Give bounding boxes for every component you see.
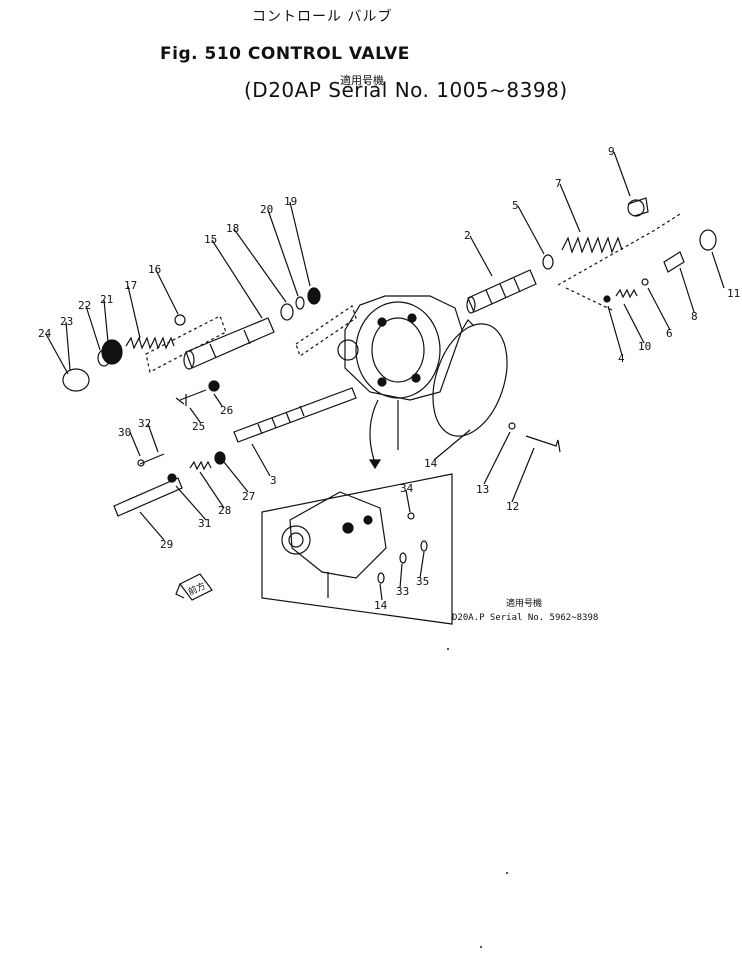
cap-19 (307, 287, 321, 305)
inset-serial: D20A.P Serial No. 5962∼8398 (452, 613, 598, 623)
callout-15: 15 (204, 233, 217, 246)
callout-6: 6 (666, 327, 673, 340)
valve-body (337, 295, 475, 470)
lever-29 (113, 477, 183, 517)
spring-10 (615, 288, 638, 299)
callout-23: 23 (60, 315, 73, 328)
callout-4: 4 (618, 352, 625, 365)
callout-35: 35 (416, 575, 429, 588)
callout-9: 9 (608, 145, 615, 158)
inset-oring-33 (399, 552, 407, 564)
speck (447, 648, 449, 650)
callout-13: 13 (476, 483, 489, 496)
callout-29: 29 (160, 538, 173, 551)
washer-26 (208, 380, 220, 392)
washer-27 (214, 451, 226, 465)
callout-26: 26 (220, 404, 233, 417)
callout-16: 16 (148, 263, 161, 276)
callout-33: 33 (396, 585, 409, 598)
callout-11: 11 (727, 287, 740, 300)
seat-6 (641, 278, 649, 286)
front-direction-label: 前方 (186, 580, 207, 598)
callout-28: 28 (218, 504, 231, 517)
title-japanese: コントロール バルブ (252, 9, 393, 25)
washer-13 (508, 422, 516, 430)
cap-24 (62, 368, 90, 392)
inset-oring-14 (377, 572, 385, 584)
callout-34: 34 (400, 482, 414, 495)
callout-7: 7 (555, 177, 562, 190)
callout-22: 22 (78, 299, 91, 312)
callout-8: 8 (691, 310, 698, 323)
callout-32: 32 (138, 417, 151, 430)
callout-5: 5 (512, 199, 519, 212)
callout-27: 27 (242, 490, 255, 503)
bolt-12 (525, 435, 561, 453)
nut-21 (101, 339, 123, 365)
ring-5 (542, 254, 554, 270)
callout-20: 20 (260, 203, 273, 216)
front-direction-arrow (175, 573, 213, 601)
callout-25: 25 (192, 420, 205, 433)
speck (506, 872, 508, 874)
callout-24: 24 (38, 327, 52, 340)
inset-valve-body (281, 491, 387, 598)
spring-7 (561, 236, 623, 254)
nut-31 (167, 473, 177, 483)
callout-2: 2 (464, 229, 471, 242)
snap-ring-11 (699, 229, 717, 251)
callout-14: 14 (424, 457, 438, 470)
callout-18: 18 (226, 222, 239, 235)
poppet-8 (663, 251, 685, 273)
pin-30 (137, 459, 145, 467)
inset-applicable-jp: 適用号機 (506, 597, 542, 609)
callout-31: 31 (198, 517, 211, 530)
plug-9 (627, 197, 649, 217)
callout-12: 12 (506, 500, 519, 513)
bolt-25 (175, 389, 207, 406)
callout-3: 3 (270, 474, 277, 487)
callout-10: 10 (638, 340, 651, 353)
callout-21: 21 (100, 293, 113, 306)
inset-ball-34 (407, 512, 415, 520)
model-serial-range: (D20AP Serial No. 1005∼8398) (244, 78, 568, 102)
callout-30: 30 (118, 426, 131, 439)
callout-14-inset: 14 (374, 599, 388, 612)
callout-17: 17 (124, 279, 137, 292)
spring-17 (125, 336, 175, 350)
spool-15 (183, 317, 275, 370)
shaft-3 (233, 387, 357, 443)
inset-oring-35 (420, 540, 428, 552)
speck (480, 946, 482, 948)
spool-2 (466, 269, 537, 314)
ball-4 (603, 295, 611, 303)
ring-20 (295, 296, 305, 310)
figure-title: Fig. 510 CONTROL VALVE (160, 44, 410, 64)
spring-28 (189, 460, 212, 471)
washer-22 (97, 349, 111, 367)
o-ring-14 (432, 323, 508, 437)
callout-19: 19 (284, 195, 297, 208)
ring-18 (280, 303, 294, 321)
inset-frame (261, 473, 453, 625)
part-16 (174, 314, 186, 326)
applicable-models-label-jp: 適用号機 (340, 74, 384, 87)
